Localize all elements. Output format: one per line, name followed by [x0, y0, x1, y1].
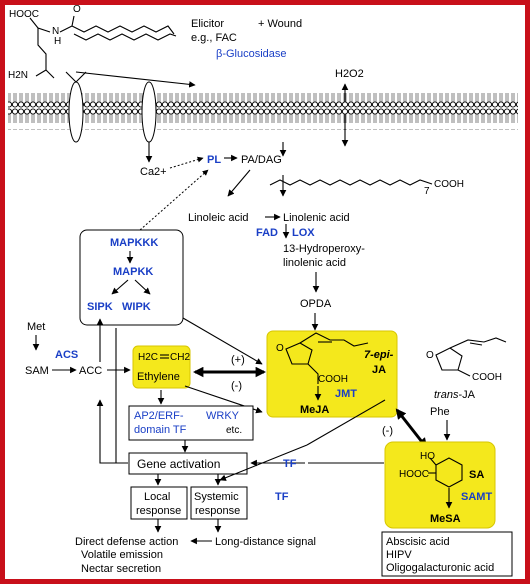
acs-label: ACS: [55, 349, 78, 361]
pa-dag-label: PA/DAG: [241, 154, 282, 166]
wrky-label: WRKY: [206, 410, 240, 422]
calcium-label: Ca2+: [140, 166, 167, 178]
trans-ja-structure: O COOH trans-JA: [426, 337, 507, 401]
gene-activation-box: [128, 452, 248, 475]
sa-label: SA: [469, 469, 484, 481]
mesa-label: MeSA: [430, 513, 461, 525]
o-label: O: [73, 5, 81, 15]
linolenic-structure: 7 COOH: [269, 179, 464, 197]
met-label: Met: [27, 321, 45, 333]
cell-membrane: [8, 93, 518, 130]
tf-label-2: TF: [275, 491, 289, 503]
tf-label-1: TF: [283, 458, 297, 470]
phe-label: Phe: [430, 406, 450, 418]
local-response-box: [130, 486, 188, 520]
opda-label: OPDA: [300, 298, 332, 310]
hydroperoxy-label-2: linolenic acid: [283, 257, 346, 269]
trans-ketone-o: O: [426, 350, 434, 361]
epi-label: 7-epi-: [364, 349, 394, 361]
systemic-label-1: Systemic: [194, 491, 239, 503]
nectar-secretion-label: Nectar secretion: [81, 563, 161, 575]
elicitor-label: Elicitor: [191, 18, 224, 30]
cooh-label: HOOC: [9, 9, 39, 20]
long-distance-label: Long-distance signal: [215, 536, 316, 548]
ch2-label: CH2: [170, 352, 190, 363]
systemic-response-box: [190, 486, 248, 520]
wound-label: + Wound: [258, 18, 302, 30]
transcription-factor-box: [128, 405, 254, 441]
ja-ketone-o: O: [276, 343, 284, 354]
sipk-label: SIPK: [87, 301, 113, 313]
jmt-label: JMT: [335, 388, 357, 400]
mapkkk-label: MAPKKK: [110, 237, 158, 249]
lox-label: LOX: [292, 227, 315, 239]
wipk-label: WIPK: [122, 301, 151, 313]
ja-structure: O: [276, 332, 369, 384]
hipv-label: HIPV: [386, 549, 412, 561]
hooc-label: HOOC: [399, 469, 429, 480]
h2o2-label: H2O2: [335, 68, 364, 80]
h2c-label: H2C: [138, 352, 158, 363]
calcium-channel: [141, 81, 157, 143]
ethylene-label: Ethylene: [137, 371, 180, 383]
fac-molecule: HOOC N H O H2N: [8, 5, 177, 81]
minus-sign-2: (-): [382, 425, 393, 437]
ethylene-box: [132, 345, 191, 389]
fa-cooh-label: COOH: [434, 179, 464, 190]
trans-cooh-label: COOH: [472, 372, 502, 383]
salicylate-box: [384, 441, 496, 529]
signals-box: [381, 531, 513, 577]
jasmonate-box: [266, 330, 398, 418]
abscisic-label: Abscisic acid: [386, 536, 450, 548]
plus-sign: (+): [231, 354, 245, 366]
fad-label: FAD: [256, 227, 278, 239]
minus-sign-1: (-): [231, 380, 242, 392]
local-label-1: Local: [144, 491, 170, 503]
n-label: N: [52, 26, 59, 37]
linolenic-label: Linolenic acid: [283, 212, 350, 224]
ja-label: JA: [372, 364, 386, 376]
chain-index: 7: [424, 186, 430, 197]
trans-ja-label: trans-JA: [434, 389, 476, 401]
volatile-emission-label: Volatile emission: [81, 549, 163, 561]
local-label-2: response: [136, 505, 181, 517]
ap2-label-2: domain TF: [134, 424, 187, 436]
linoleic-label: Linoleic acid: [188, 212, 249, 224]
systemic-label-2: response: [195, 505, 240, 517]
oligo-label: Oligogalacturonic acid: [386, 562, 494, 574]
ap2-label-1: AP2/ERF-: [134, 410, 184, 422]
ja-sa-antagonism-arrow: [395, 408, 428, 449]
mapkk-label: MAPKK: [113, 266, 153, 278]
sam-label: SAM: [25, 365, 49, 377]
samt-label: SAMT: [461, 491, 492, 503]
direct-defense-label: Direct defense action: [75, 536, 178, 548]
fac-example-label: e.g., FAC: [191, 32, 237, 44]
ho-label: HO: [420, 451, 435, 462]
tf-etc-label: etc.: [226, 425, 242, 436]
gene-activation-label: Gene activation: [137, 457, 220, 471]
mapk-cascade-box: [79, 229, 184, 326]
meja-label: MeJA: [300, 404, 329, 416]
hydroperoxy-label-1: 13-Hydroperoxy-: [283, 243, 365, 255]
acc-label: ACC: [79, 365, 102, 377]
receptor-channel: [68, 81, 84, 143]
h2n-label: H2N: [8, 70, 28, 81]
h-label: H: [54, 36, 61, 47]
glucosidase-label: β-Glucosidase: [216, 48, 287, 60]
ja-cooh-label: COOH: [318, 374, 348, 385]
feedback-line-left: [115, 328, 128, 464]
pl-label: PL: [207, 154, 221, 166]
sa-ring: [435, 457, 463, 488]
signaling-diagram: HOOC N H O H2N Elicitor e.g., FAC + Woun…: [8, 5, 518, 577]
